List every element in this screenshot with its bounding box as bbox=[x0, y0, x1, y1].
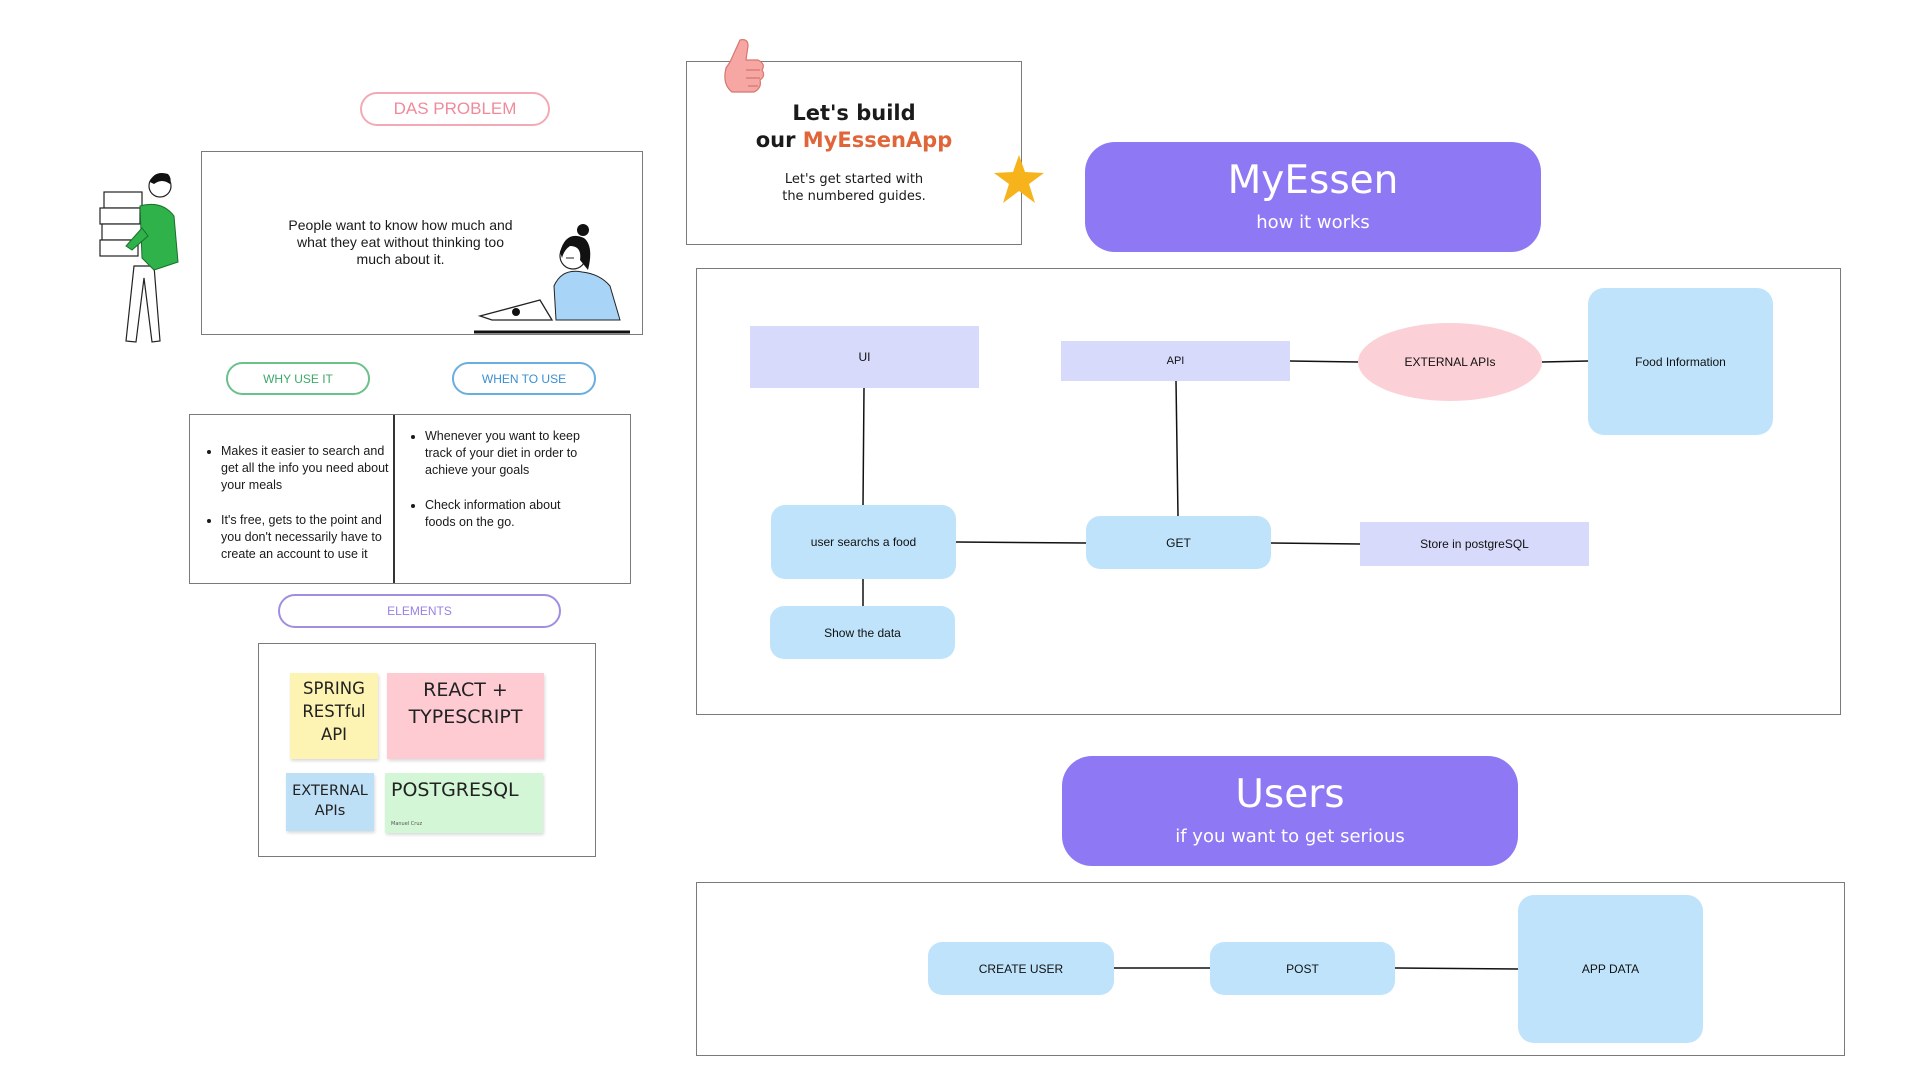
sticky-external-apis-text: EXTERNAL APIs bbox=[292, 783, 368, 819]
when-bullet-2: Check information about foods on the go. bbox=[425, 497, 591, 531]
myessen-subtitle: how it works bbox=[1256, 212, 1370, 233]
connector-api-get bbox=[1175, 380, 1179, 517]
connector-ui-search bbox=[862, 387, 865, 506]
sticky-react-text: REACT + TYPESCRIPT bbox=[408, 679, 523, 728]
node-create-user: CREATE USER bbox=[928, 942, 1114, 995]
man-carrying-boxes-illustration bbox=[99, 173, 179, 343]
das-problem-label: DAS PROBLEM bbox=[393, 99, 517, 118]
when-column: Whenever you want to keep track of your … bbox=[409, 428, 591, 549]
why-bullet-1: Makes it easier to search and get all th… bbox=[221, 443, 390, 494]
node-store-postgresql: Store in postgreSQL bbox=[1360, 522, 1589, 566]
node-show-data: Show the data bbox=[770, 606, 955, 659]
woman-at-laptop-illustration bbox=[474, 224, 630, 334]
intro-sub-1: Let's get started with bbox=[784, 172, 924, 187]
elements-pill: ELEMENTS bbox=[278, 594, 561, 628]
sticky-postgresql-author: Manuel Cruz bbox=[391, 821, 423, 827]
das-problem-pill: DAS PROBLEM bbox=[360, 92, 550, 126]
node-food-information: Food Information bbox=[1588, 288, 1773, 435]
problem-text: People want to know how much and what th… bbox=[288, 217, 513, 267]
intro-heading: Let's build our MyEssenApp bbox=[687, 100, 1021, 154]
node-ui: UI bbox=[750, 326, 979, 388]
users-subtitle: if you want to get serious bbox=[1175, 826, 1405, 847]
elements-card: SPRING RESTful API REACT + TYPESCRIPT EX… bbox=[258, 643, 596, 857]
star-icon bbox=[994, 155, 1044, 203]
why-use-it-label: WHY USE IT bbox=[263, 371, 333, 386]
when-bullet-1: Whenever you want to keep track of your … bbox=[425, 428, 591, 479]
when-to-use-pill: WHEN TO USE bbox=[452, 362, 596, 395]
sticky-postgresql-text: POSTGRESQL bbox=[391, 779, 519, 801]
node-external-apis: EXTERNAL APIs bbox=[1358, 323, 1542, 401]
why-column: Makes it easier to search and get all th… bbox=[205, 443, 390, 581]
node-get: GET bbox=[1086, 516, 1271, 569]
users-title: Users bbox=[1235, 772, 1345, 817]
node-post: POST bbox=[1210, 942, 1395, 995]
sticky-postgresql: POSTGRESQL Manuel Cruz bbox=[385, 773, 543, 833]
node-app-data: APP DATA bbox=[1518, 895, 1703, 1043]
connector-api-external bbox=[1289, 360, 1359, 363]
myessen-banner: MyEssen how it works bbox=[1085, 142, 1541, 252]
connector-get-store bbox=[1270, 542, 1361, 545]
table-divider bbox=[393, 415, 395, 583]
sticky-spring-text: SPRING RESTful API bbox=[302, 679, 366, 744]
intro-line-2-prefix: our bbox=[755, 128, 803, 152]
why-use-it-pill: WHY USE IT bbox=[226, 362, 370, 395]
connector-post-appdata bbox=[1394, 967, 1519, 970]
when-to-use-label: WHEN TO USE bbox=[481, 371, 567, 386]
intro-sub-2: the numbered guides. bbox=[782, 189, 926, 204]
sticky-spring: SPRING RESTful API bbox=[290, 673, 378, 759]
why-when-table: Makes it easier to search and get all th… bbox=[189, 414, 631, 584]
users-banner: Users if you want to get serious bbox=[1062, 756, 1518, 866]
intro-line-1: Let's build bbox=[792, 101, 916, 125]
intro-sub: Let's get started with the numbered guid… bbox=[687, 171, 1021, 205]
intro-app-name: MyEssenApp bbox=[802, 128, 953, 152]
node-user-search: user searchs a food bbox=[771, 505, 956, 579]
node-api: API bbox=[1061, 341, 1290, 381]
why-bullet-2: It's free, gets to the point and you don… bbox=[221, 512, 390, 563]
sticky-external-apis: EXTERNAL APIs bbox=[286, 773, 374, 831]
thumbs-up-icon bbox=[724, 39, 765, 93]
elements-label: ELEMENTS bbox=[387, 604, 452, 618]
connector-external-food bbox=[1541, 360, 1589, 363]
sticky-react: REACT + TYPESCRIPT bbox=[387, 673, 544, 759]
myessen-title: MyEssen bbox=[1227, 158, 1399, 203]
connector-search-get bbox=[955, 541, 1087, 544]
